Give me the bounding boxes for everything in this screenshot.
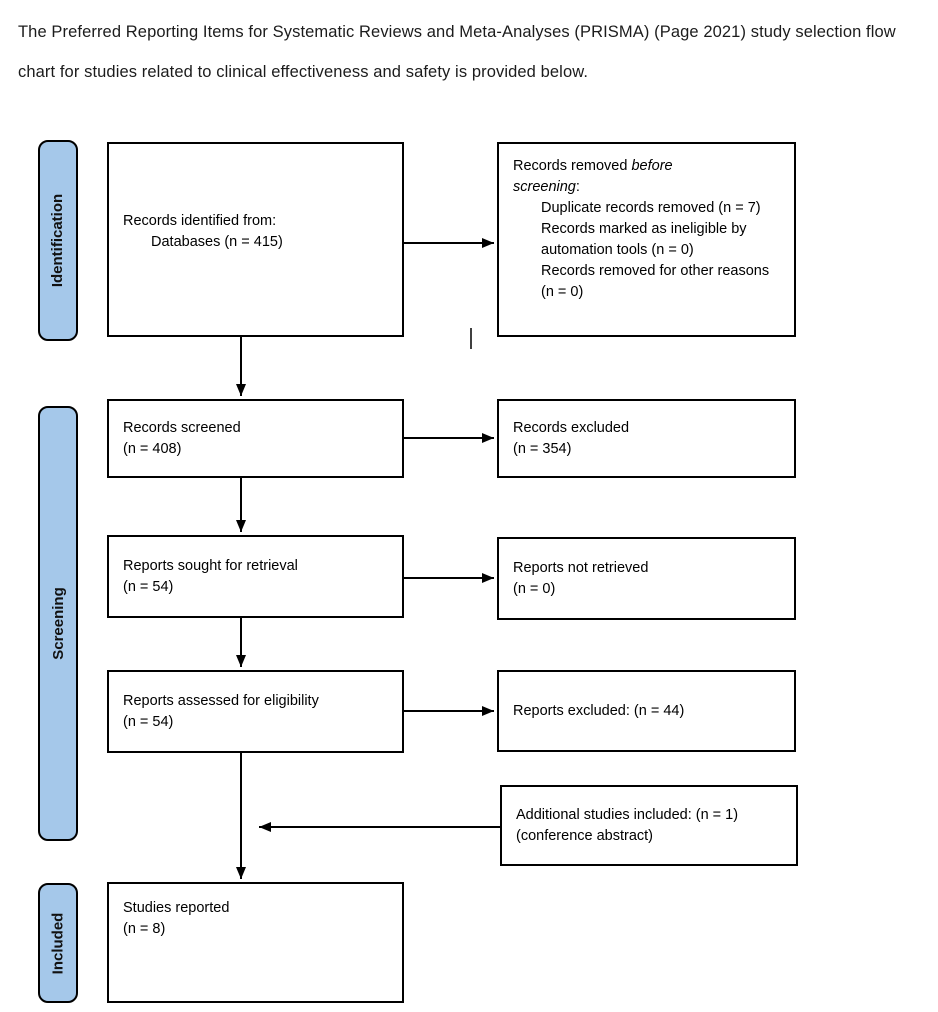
box-records-screened: Records screened (n = 408) bbox=[107, 399, 404, 478]
stage-label-identification: Identification bbox=[38, 140, 78, 341]
box-records-excluded: Records excluded (n = 354) bbox=[497, 399, 796, 478]
records-removed-item-duplicates: Duplicate records removed (n = 7) bbox=[541, 200, 761, 216]
box-studies-reported-line2: (n = 8) bbox=[123, 921, 166, 937]
box-records-excluded-line2: (n = 354) bbox=[513, 440, 572, 457]
box-studies-reported: Studies reported (n = 8) bbox=[107, 882, 404, 1003]
box-reports-not-retrieved-line2: (n = 0) bbox=[513, 580, 556, 597]
records-removed-lead-text: Records removed bbox=[513, 158, 632, 174]
stage-label-screening-text: Screening bbox=[49, 587, 67, 660]
records-removed-lead-italic2: screening bbox=[513, 179, 576, 195]
records-removed-item-automation: Records marked as ineligible by automati… bbox=[541, 221, 747, 258]
box-studies-reported-line1: Studies reported bbox=[123, 900, 230, 916]
box-reports-not-retrieved-line1: Reports not retrieved bbox=[513, 559, 649, 576]
box-reports-sought-line2: (n = 54) bbox=[123, 578, 174, 595]
box-reports-excluded: Reports excluded: (n = 44) bbox=[497, 670, 796, 752]
box-records-identified-line2: Databases (n = 415) bbox=[151, 233, 283, 250]
box-records-removed: Records removed before screening: Duplica… bbox=[497, 142, 796, 337]
stage-label-included-text: Included bbox=[49, 912, 67, 974]
box-records-screened-line2: (n = 408) bbox=[123, 440, 182, 457]
box-reports-assessed-line1: Reports assessed for eligibility bbox=[123, 692, 319, 709]
stage-label-included: Included bbox=[38, 883, 78, 1003]
box-reports-assessed: Reports assessed for eligibility (n = 54… bbox=[107, 670, 404, 753]
box-records-removed-lead: Records removed before screening: bbox=[513, 156, 784, 198]
box-reports-assessed-line2: (n = 54) bbox=[123, 713, 174, 730]
box-records-identified: Records identified from: Databases (n = … bbox=[107, 142, 404, 337]
box-reports-not-retrieved: Reports not retrieved (n = 0) bbox=[497, 537, 796, 620]
box-records-excluded-line1: Records excluded bbox=[513, 419, 630, 436]
records-removed-lead-end: : bbox=[575, 179, 580, 195]
box-records-identified-line1: Records identified from: bbox=[123, 212, 277, 229]
page-title: The Preferred Reporting Items for System… bbox=[18, 23, 896, 81]
box-additional-studies: Additional studies included: (n = 1) (co… bbox=[500, 785, 798, 866]
box-additional-studies-line1: Additional studies included: (n = 1) (co… bbox=[516, 806, 739, 844]
stage-label-screening: Screening bbox=[38, 406, 78, 841]
box-reports-sought-line1: Reports sought for retrieval bbox=[123, 557, 298, 574]
box-records-screened-line1: Records screened bbox=[123, 419, 241, 436]
records-removed-item-other: Records removed for other reasons (n = 0… bbox=[541, 263, 770, 300]
box-reports-excluded-line1: Reports excluded: (n = 44) bbox=[513, 702, 685, 719]
box-reports-sought: Reports sought for retrieval (n = 54) bbox=[107, 535, 404, 618]
stage-label-identification-text: Identification bbox=[49, 193, 67, 288]
records-removed-lead-italic1: before bbox=[631, 158, 673, 174]
